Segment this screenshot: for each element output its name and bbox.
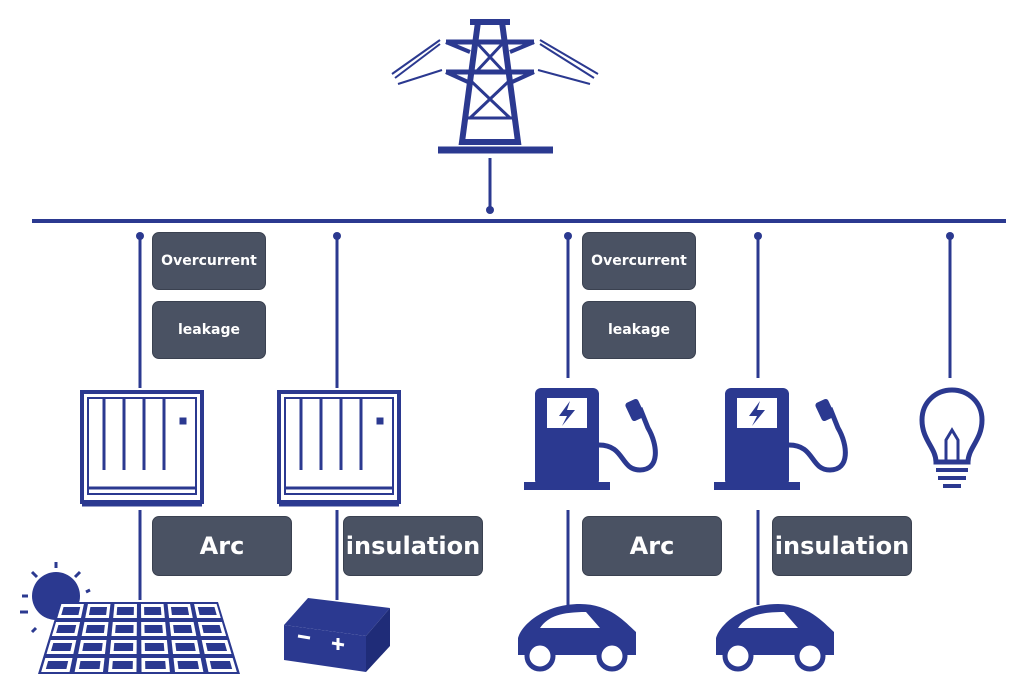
junction-dot — [486, 206, 494, 214]
junction-dot — [136, 232, 144, 240]
junction-dot — [333, 232, 341, 240]
insulation-label: insulation — [772, 516, 912, 576]
ev-charger-icon — [524, 388, 658, 490]
overcurrent-label: Overcurrent — [152, 232, 266, 290]
light-bulb-icon — [919, 387, 985, 488]
solar-panel-icon — [38, 602, 240, 674]
inverter-cabinet-icon — [277, 390, 401, 507]
ev-charger-icon — [714, 388, 848, 490]
inverter-cabinet-icon — [80, 390, 204, 507]
junction-dot — [754, 232, 762, 240]
leakage-label: leakage — [582, 301, 696, 359]
arc-label: Arc — [582, 516, 722, 576]
electric-car-icon — [518, 604, 636, 672]
insulation-label: insulation — [343, 516, 483, 576]
transmission-tower-icon — [391, 19, 599, 154]
electric-car-icon — [716, 604, 834, 672]
battery-icon — [284, 598, 390, 672]
junction-dot — [946, 232, 954, 240]
overcurrent-label: Overcurrent — [582, 232, 696, 290]
junction-dot — [564, 232, 572, 240]
leakage-label: leakage — [152, 301, 266, 359]
arc-label: Arc — [152, 516, 292, 576]
